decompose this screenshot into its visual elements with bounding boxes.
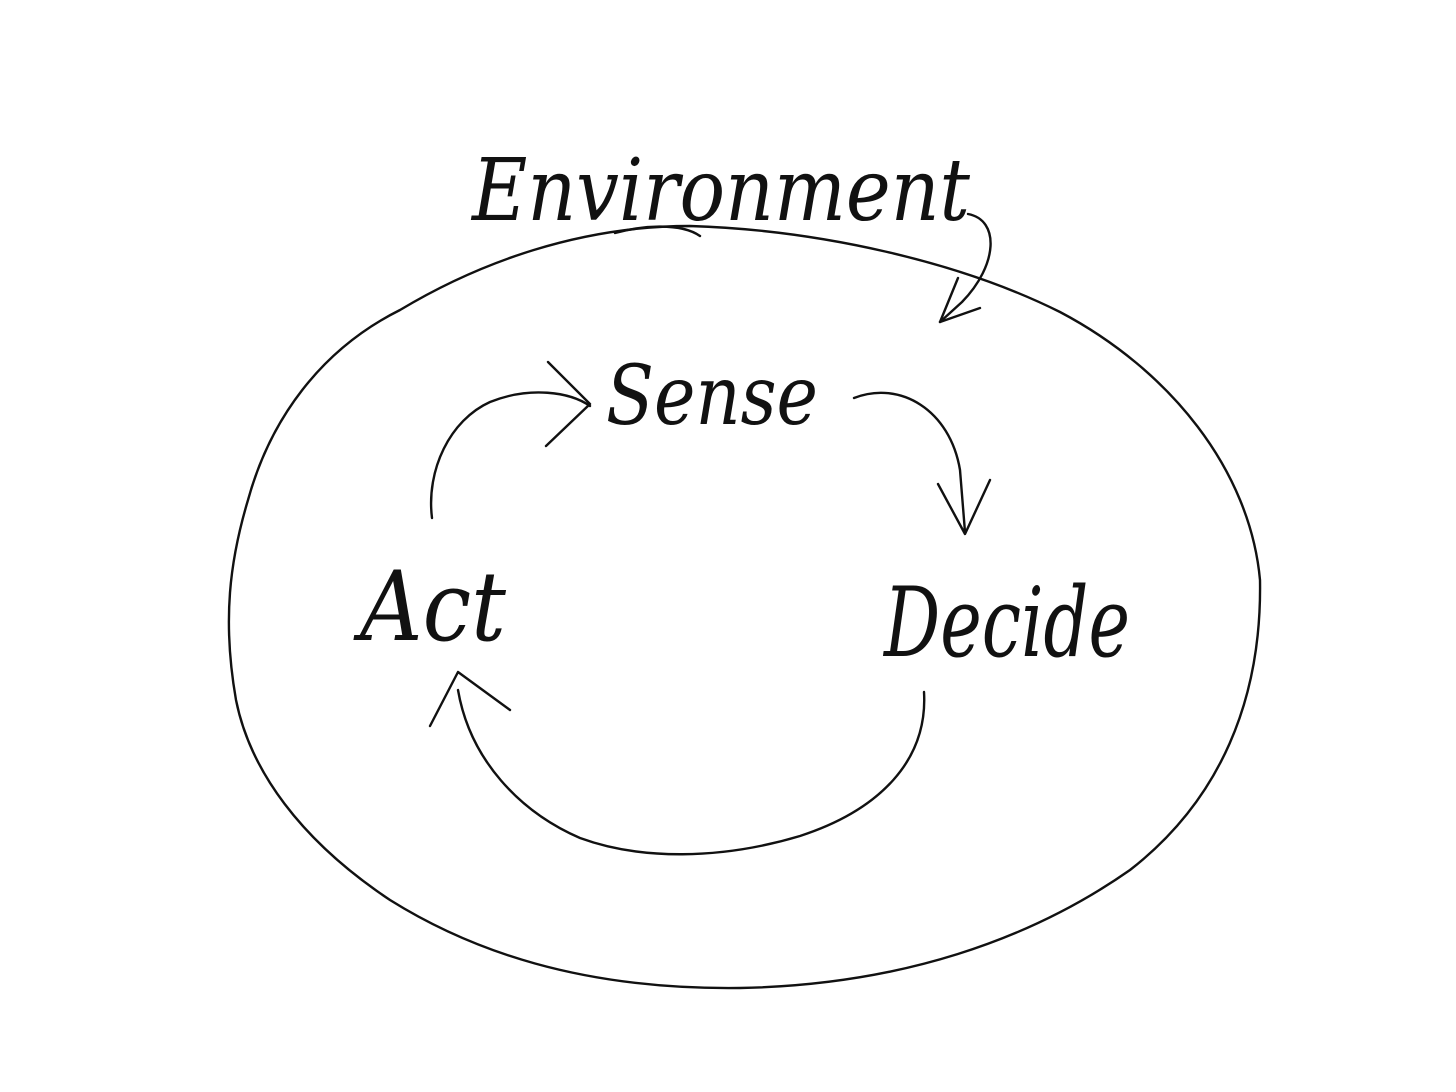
label-sense: Sense (606, 349, 818, 444)
arrow-act-to-sense (429, 391, 592, 520)
arrow-decide-to-act (456, 688, 926, 856)
arrow-sense-to-decide-head (936, 478, 992, 536)
arrow-environment-to-sense (938, 212, 992, 324)
arrow-decide-to-act-head (428, 670, 512, 728)
environment-boundary (227, 224, 1262, 990)
arrow-environment-to-sense-head (938, 276, 982, 324)
label-act: Act (353, 551, 507, 663)
environment-underline (613, 225, 702, 238)
arrow-sense-to-decide (852, 391, 967, 534)
label-decide: Decide (883, 567, 1130, 679)
arrow-act-to-sense-head (544, 360, 592, 448)
label-environment: Environment (470, 141, 970, 241)
